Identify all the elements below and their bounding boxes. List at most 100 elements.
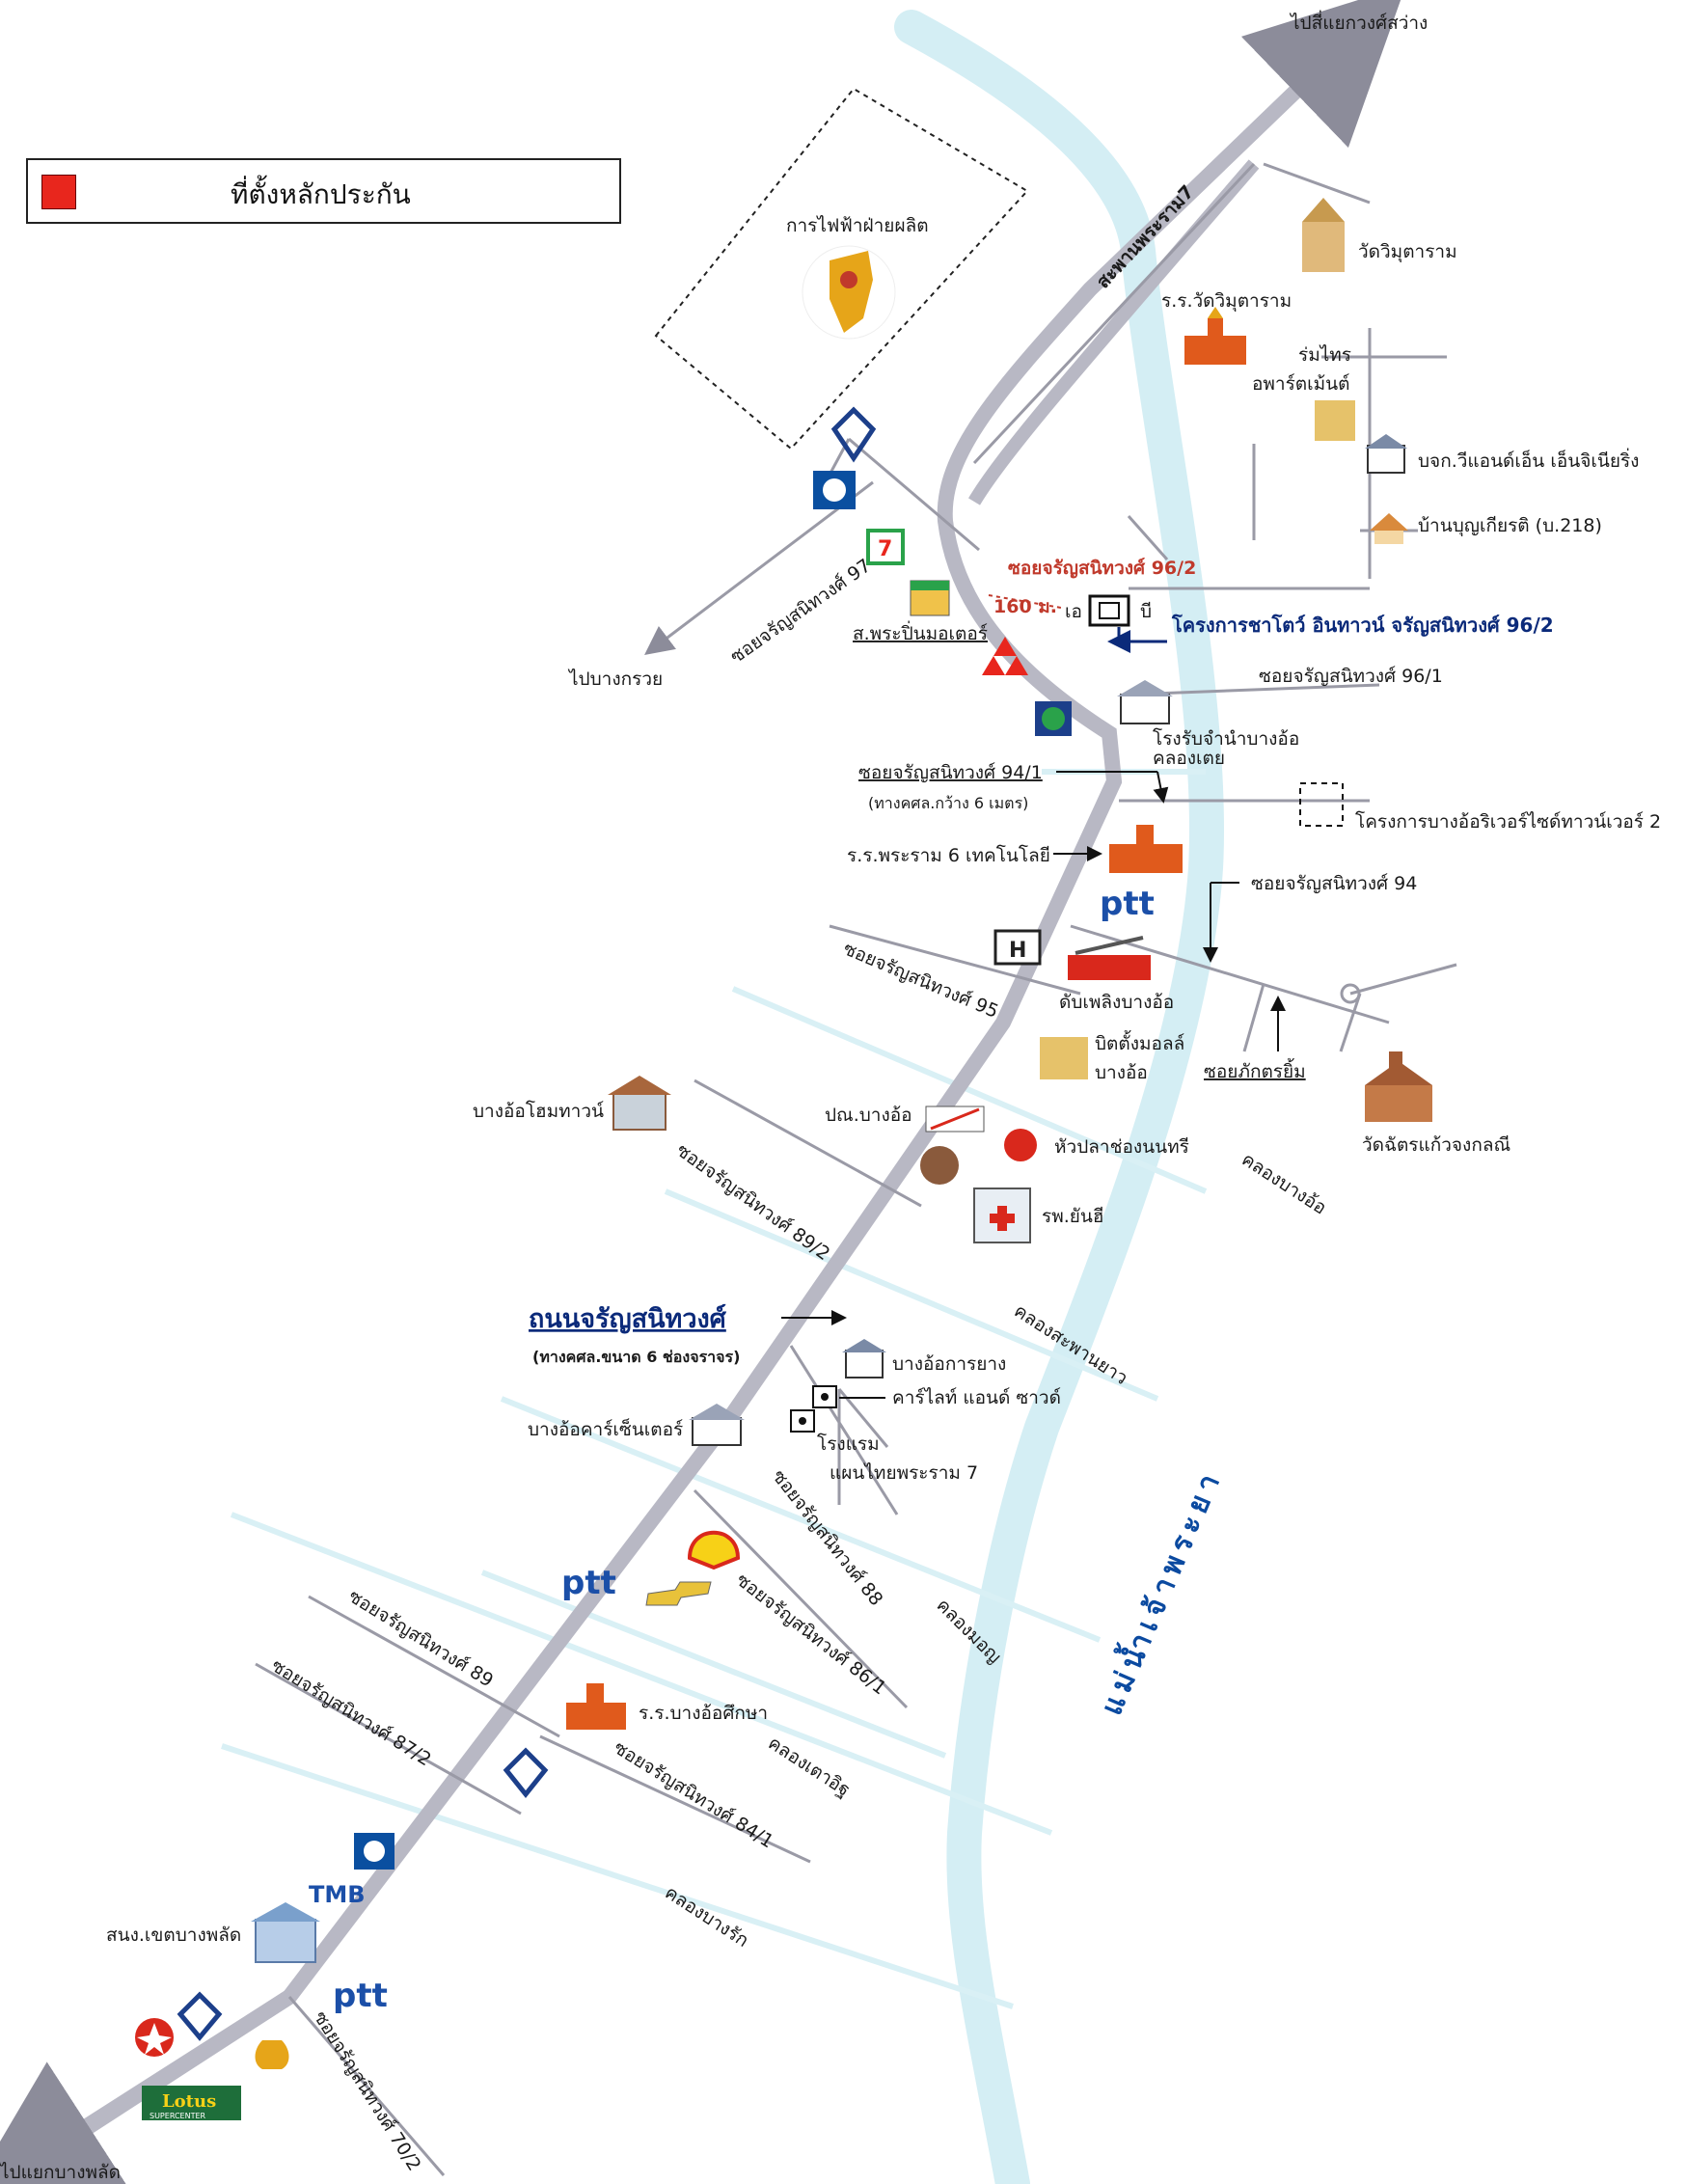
main-road: [2, 0, 1406, 2183]
subject-plot: [1088, 594, 1130, 627]
bangkok-bank-icon-1: [830, 406, 877, 463]
svg-text:SUPERCENTER: SUPERCENTER: [150, 2112, 206, 2120]
soi-94-1-label: ซอยจรัญสนิทวงศ์ 94/1: [858, 762, 1043, 783]
district-office-icon: [251, 1902, 320, 1963]
car-center-label: บางอ้อคาร์เซ็นเตอร์: [528, 1417, 683, 1440]
school-wimut-icon: [1184, 307, 1246, 365]
pawnshop-label-2: คลองเตย: [1153, 748, 1225, 769]
direction-west: ไปบางกรวย: [567, 669, 663, 690]
soi-89-label: ซอยจรัญสนิทวงศ์ 89: [344, 1586, 497, 1692]
caltex-icon: [135, 2018, 174, 2057]
point-a-label: เอ: [1065, 601, 1082, 622]
bitong-label-1: บิตตั้งมอลล์: [1095, 1030, 1184, 1054]
car-center-icon: [689, 1404, 745, 1446]
canal-tao-it-label: คลองเตาอิฐ: [764, 1733, 854, 1801]
shell-icon: [687, 1530, 741, 1570]
bridge-edge: [972, 162, 1256, 465]
soi-94-1-note: (ทางคศล.กว้าง 6 เมตร): [868, 794, 1028, 812]
school-bo-label: ร.ร.บางอ้อศึกษา: [639, 1703, 768, 1724]
svg-text:H: H: [1009, 939, 1026, 963]
soi-97-label: ซอยจรัญสนิทวงศ์ 97: [726, 555, 875, 668]
bridge-road: [967, 159, 1260, 505]
wat-wimut-icon: [1302, 198, 1345, 272]
subject-plot-inner: [1099, 602, 1120, 619]
soi-87-2-label: ซอยจรัญสนิทวงศ์ 87/2: [267, 1655, 434, 1771]
honda-icon: H: [993, 929, 1042, 966]
main-road-label: ถนนจรัญสนิทวงศ์: [529, 1303, 727, 1334]
soi-70-2-label: ซอยจรัญสนิทวงศ์ 70/2: [310, 2007, 425, 2174]
canal-extra-1: [480, 1570, 947, 1759]
soi-96-1: [1128, 683, 1380, 696]
ptt-icon-1: ptt: [1100, 885, 1155, 923]
soi-84-1-label: ซอยจรัญสนิทวงศ์ 84/1: [610, 1737, 776, 1853]
vn-eng-label: บจก.วีแอนด์เอ็น เอ็นจิเนียริ่ง: [1418, 448, 1639, 472]
post-office-label: ปณ.บางอ้อ: [825, 1105, 912, 1126]
mitsubishi-icon: [982, 637, 1028, 675]
canals: [221, 769, 1208, 2009]
canal-saphan-yao: [664, 1188, 1159, 1402]
canal-bang-o: [731, 986, 1208, 1194]
legend-label: ที่ตั้งหลักประกัน: [231, 178, 411, 210]
riverside-label: โครงการบางอ้อริเวอร์ไซด์ทาวน์เวอร์ 2: [1355, 810, 1661, 833]
soi-phakdi-label: ซอยภักตรยิ้ม: [1204, 1058, 1306, 1082]
bitong-label-2: บางอ้อ: [1095, 1062, 1148, 1083]
bitong-mall-icon: [1040, 1037, 1088, 1079]
bangkok-bank-icon-3: [177, 1991, 223, 2041]
romsai-label-2: อพาร์ตเม้นต์: [1252, 373, 1350, 395]
rama6-school-label: ร.ร.พระราม 6 เทคโนโลยี: [847, 844, 1050, 866]
district-office-label: สนง.เขตบางพลัด: [106, 1925, 241, 1946]
krungthai-icon-2: [354, 1833, 395, 1870]
soi-89-2: [694, 1078, 922, 1208]
road-ne: [1263, 162, 1371, 205]
roundabout: [1340, 983, 1361, 1004]
canal-mon: [500, 1396, 1102, 1643]
pranin-label: ส.พระปิ่นมอเตอร์: [853, 620, 988, 644]
soi-96-1-label: ซอยจรัญสนิทวงศ์ 96/1: [1259, 666, 1443, 687]
river-label: แม่น้ำเจ้าพระยา: [1090, 1461, 1230, 1720]
soi-north-west-1: [848, 437, 980, 552]
romsai-label-1: ร่มไทร: [1298, 344, 1351, 366]
canal-tao-it: [230, 1512, 1053, 1836]
svg-text:Lotus: Lotus: [162, 2091, 216, 2112]
direction-south: ไปแยกบางพลัด: [0, 2162, 121, 2183]
pawnshop-label-1: โรงรับจำนำบางอ้อ: [1153, 727, 1299, 750]
seven-eleven-icon: 7: [866, 529, 905, 565]
ban-boon-icon: [1370, 513, 1408, 544]
svg-text:ptt: ptt: [333, 1977, 388, 2015]
rama6-school-icon: [1109, 825, 1183, 873]
egat-area: [654, 87, 1029, 450]
riverside-plot: [1299, 782, 1344, 827]
soi-88-label: ซอยจรัญสนิทวงศ์ 88: [768, 1466, 886, 1610]
legend-swatch: [41, 175, 76, 209]
vn-eng-icon: [1365, 434, 1407, 474]
hotel-label-2: แผนไทยพระราม 7: [830, 1462, 978, 1484]
hospital-icon: [973, 1188, 1031, 1243]
hotel-label-1: โรงแรม: [817, 1433, 880, 1455]
romsai-icon: [1315, 400, 1355, 441]
bangkok-bank-icon-2: [503, 1747, 549, 1799]
subject-project-label: โครงการชาโตว์ อินทาวน์ จรัญสนิทวงศ์ 96/2: [1171, 614, 1554, 637]
soi-87-2: [255, 1662, 522, 1815]
pawnshop-house-icon: [1117, 680, 1173, 724]
soi-94-east: [1349, 963, 1457, 996]
egat-label: การไฟฟ้าฝ่ายผลิต: [786, 215, 929, 236]
post-office-icon: [925, 1106, 985, 1133]
ptt-icon-3: ptt: [333, 1977, 388, 2015]
main-road-spec: (ทางคศล.ขนาด 6 ช่องจราจร): [532, 1348, 740, 1366]
fire-station-label: ดับเพลิงบางอ้อ: [1059, 992, 1174, 1013]
rubber-icon: [842, 1339, 886, 1379]
distance-label: 160 ม.: [993, 596, 1057, 617]
soi-94-1-pointer-head: [1153, 771, 1169, 804]
pawnshop-icon: [1035, 701, 1072, 736]
wat-chat-label: วัดฉัตรแก้วจงกลณี: [1362, 1134, 1510, 1156]
home-town-label: บางอ้อโฮมทาวน์: [473, 1100, 604, 1122]
soi-95: [829, 924, 1081, 996]
tmb-icon: TMB: [309, 1881, 366, 1908]
chevrolet-icon: [645, 1581, 712, 1606]
soi-88: [789, 1345, 899, 1515]
soi-70-2: [287, 1996, 446, 2176]
fire-station-icon: [1068, 936, 1151, 980]
river: [894, 10, 1225, 2184]
canal-bang-o-label: คลองบางอ้อ: [1238, 1149, 1330, 1219]
rubber-label: บางอ้อการยาง: [892, 1353, 1006, 1375]
